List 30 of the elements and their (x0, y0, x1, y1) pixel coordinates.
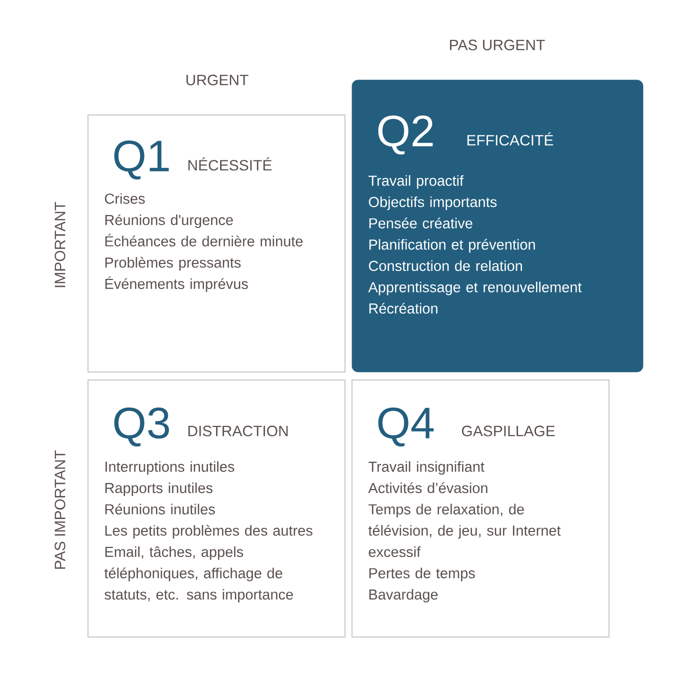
quadrant-box: Q2 EFFICACITÉ Travail proactif Objectifs importants Pensée créative Planification et prévention Construction de relation Apprentissage et renouvellement Récréation (352, 80, 644, 372)
list-item: Récréation (369, 302, 438, 314)
list-item: Problèmes pressants (105, 256, 241, 271)
list-item: Activités d’évasion (368, 482, 488, 494)
list-item: Événements imprévus (105, 276, 248, 292)
list-item: Réunions d'urgence (105, 214, 233, 228)
axis-label: IMPORTANT (54, 202, 66, 288)
list-item: Les petits problèmes des autres (105, 524, 312, 539)
quadrant-box: Q1 NÉCESSITÉ Crises Réunions d'urgence Échéances de dernière minute Problèmes pressants Événements imprévus (88, 114, 346, 372)
list-item: Email, tâches, appels téléphoniques, affichage de statuts, etc. sans importance (104, 546, 293, 603)
list-item: Construction de relation (368, 260, 522, 272)
quadrant-box: Q4 GASPILLAGE Travail insignifiant Activités d’évasion Temps de relaxation, de télévision, de jeu, sur Internet excessif Pertes de temps Bavardage (352, 380, 610, 638)
list-item: Rapports inutiles (105, 482, 212, 496)
list-item: Apprentissage et renouvellement (368, 282, 582, 296)
list-item: Réunions inutiles (105, 504, 215, 514)
list-item: Travail insignifiant (368, 461, 484, 475)
list-item: Temps de relaxation, de télévision, de jeu, sur Internet excessif (368, 504, 561, 558)
list-item: Pertes de temps (369, 568, 475, 582)
axis-label: PAS IMPORTANT (54, 450, 66, 569)
list-item: Crises (104, 193, 145, 204)
axis-label: PAS URGENT (450, 40, 545, 50)
list-item: Objectifs importants (368, 196, 497, 210)
list-item: Travail proactif (368, 175, 464, 189)
list-item: Interruptions inutiles (106, 461, 234, 475)
list-item: Bavardage (369, 589, 438, 603)
axis-label: URGENT (186, 74, 248, 86)
list-item: Planification et prévention (369, 238, 535, 253)
quadrant-box: Q3 DISTRACTION Interruptions inutiles Rapports inutiles Réunions inutiles Les petits problèmes des autres Email, tâches, appels téléphoniques, affichage de statuts, etc. sans importance (88, 380, 346, 638)
list-item: Échéances de dernière minute (105, 234, 303, 246)
list-item: Pensée créative (369, 218, 472, 228)
